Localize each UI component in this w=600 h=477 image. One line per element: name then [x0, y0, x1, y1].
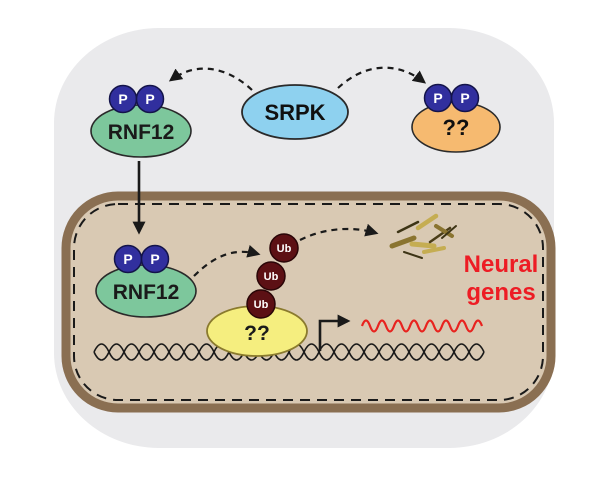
protein-fragment	[422, 246, 446, 254]
protein-fragment	[389, 235, 417, 249]
rnf12-cytoplasm-group: RNF12 P P	[90, 84, 192, 158]
ubiquitin-label: Ub	[277, 243, 292, 255]
transcription-start-arrow	[318, 314, 351, 351]
ubiquitin-badge	[269, 233, 299, 263]
phospho-badge	[135, 84, 165, 114]
neural-genes-line1: Neural	[464, 251, 539, 278]
ubiquitin-badge	[256, 261, 286, 291]
protein-fragment	[409, 241, 437, 249]
phospho-badge	[450, 83, 480, 113]
neural-genes-line2: genes	[466, 279, 535, 306]
unknown-substrate-nucleus-label: ??	[244, 322, 270, 345]
phospho-badge	[140, 244, 170, 274]
nuclear-envelope-dashed-line	[73, 203, 544, 401]
phospho-label: P	[433, 90, 442, 106]
srpk-label: SRPK	[264, 100, 325, 125]
dna-helix	[93, 343, 485, 361]
phospho-label: P	[123, 251, 132, 267]
protein-fragment	[403, 251, 423, 259]
phospho-label: P	[150, 251, 159, 267]
neural-genes-label: Neural genes	[464, 251, 539, 306]
arrow-ubiquitin-to-degradation	[299, 223, 379, 241]
ubiquitin-chain: Ub Ub Ub	[246, 233, 299, 319]
degraded-protein-fragments	[389, 213, 457, 259]
protein-fragment	[434, 224, 454, 238]
protein-fragment	[415, 213, 439, 231]
arrow-srpk-to-rnf12	[168, 67, 253, 91]
rnf12-nucleus-group: RNF12 P P	[95, 244, 197, 318]
rnf12-cytoplasm-label: RNF12	[108, 121, 175, 144]
ubiquitin-label: Ub	[264, 271, 279, 283]
protein-fragment	[396, 220, 420, 234]
mrna-wave	[360, 319, 484, 333]
arrow-srpk-to-unknown-substrate	[337, 66, 427, 89]
protein-fragment	[441, 225, 457, 239]
phospho-label: P	[118, 91, 127, 107]
phospho-label: P	[460, 90, 469, 106]
arrow-rnf12-to-ubiquitin	[193, 244, 261, 277]
ubiquitin-label: Ub	[254, 299, 269, 311]
unknown-substrate-cytoplasm-label: ??	[443, 115, 470, 140]
dna-strand-2	[93, 343, 485, 361]
rnf12-nucleus-label: RNF12	[113, 281, 180, 304]
ubiquitin-badge	[246, 289, 276, 319]
phospho-label: P	[145, 91, 154, 107]
srpk-ellipse	[241, 84, 349, 140]
unknown-substrate-cytoplasm-group: ?? P P	[411, 83, 501, 153]
